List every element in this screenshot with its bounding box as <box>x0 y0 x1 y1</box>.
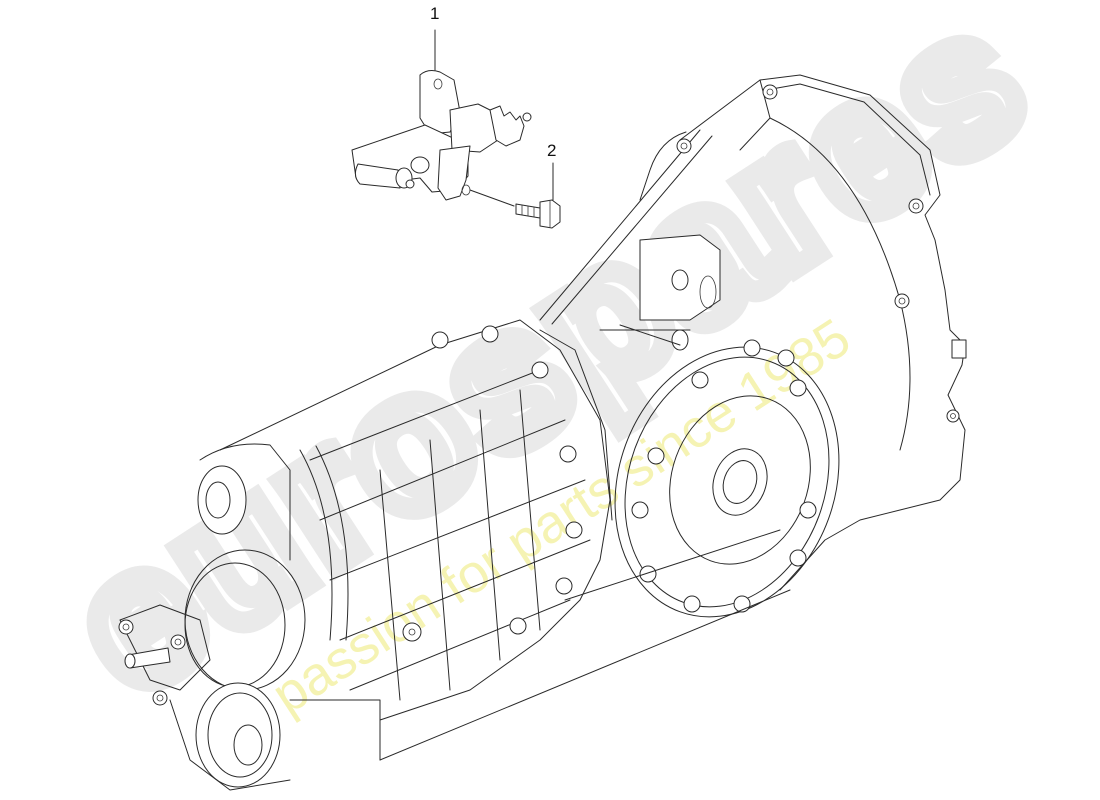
callout-1-label[interactable]: 1 <box>430 4 440 23</box>
gearbox-case <box>219 319 791 761</box>
part-2-bolt <box>469 189 561 229</box>
part-1-slave-cylinder <box>351 70 532 201</box>
rear-cover <box>614 339 840 618</box>
input-nose <box>118 443 381 791</box>
callout-2-label[interactable]: 2 <box>547 141 557 160</box>
bell-housing <box>539 74 967 591</box>
